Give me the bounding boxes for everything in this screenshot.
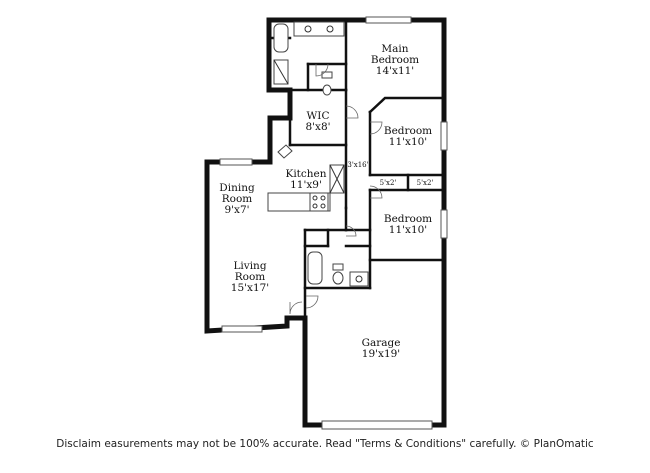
room-labels: Main Bedroom 14'x11' WIC 8'x8' Bedroom 1… [219, 43, 433, 360]
garage-size: 19'x19' [362, 348, 400, 360]
bedroom-1-label: Bedroom [384, 125, 432, 137]
interior-walls [268, 18, 446, 320]
hall-size: 3'x16' [347, 161, 368, 169]
living-room-size: 15'x17' [231, 282, 269, 294]
dining-room-label: Dining [219, 182, 255, 194]
doors [289, 63, 383, 315]
main-bedroom-size: 14'x11' [376, 65, 414, 77]
kitchen-label: Kitchen [285, 168, 326, 180]
disclaimer-text: Disclaim easurements may not be 100% acc… [56, 438, 594, 450]
main-bedroom-label: Main [381, 43, 408, 55]
bedroom-2-label: Bedroom [384, 213, 432, 225]
living-room-label: Living [233, 260, 266, 272]
living-room-label-2: Room [235, 271, 266, 283]
closet-b-size: 5'x2' [417, 179, 434, 187]
main-bath-fixtures [273, 21, 345, 96]
main-bedroom-label-2: Bedroom [371, 54, 419, 66]
bedroom-1-size: 11'x10' [389, 136, 427, 148]
kitchen-size: 11'x9' [290, 179, 322, 191]
dining-room-size: 9'x7' [224, 204, 249, 216]
bedroom-2-size: 11'x10' [389, 224, 427, 236]
wic-size: 8'x8' [305, 121, 330, 133]
closet-a-size: 5'x2' [380, 179, 397, 187]
windows [219, 16, 448, 430]
kitchen-fixtures [267, 144, 345, 212]
dining-room-label-2: Room [222, 193, 253, 205]
hall-bath-fixtures [307, 251, 369, 287]
wic-label: WIC [307, 110, 330, 122]
garage-label: Garage [362, 337, 401, 349]
